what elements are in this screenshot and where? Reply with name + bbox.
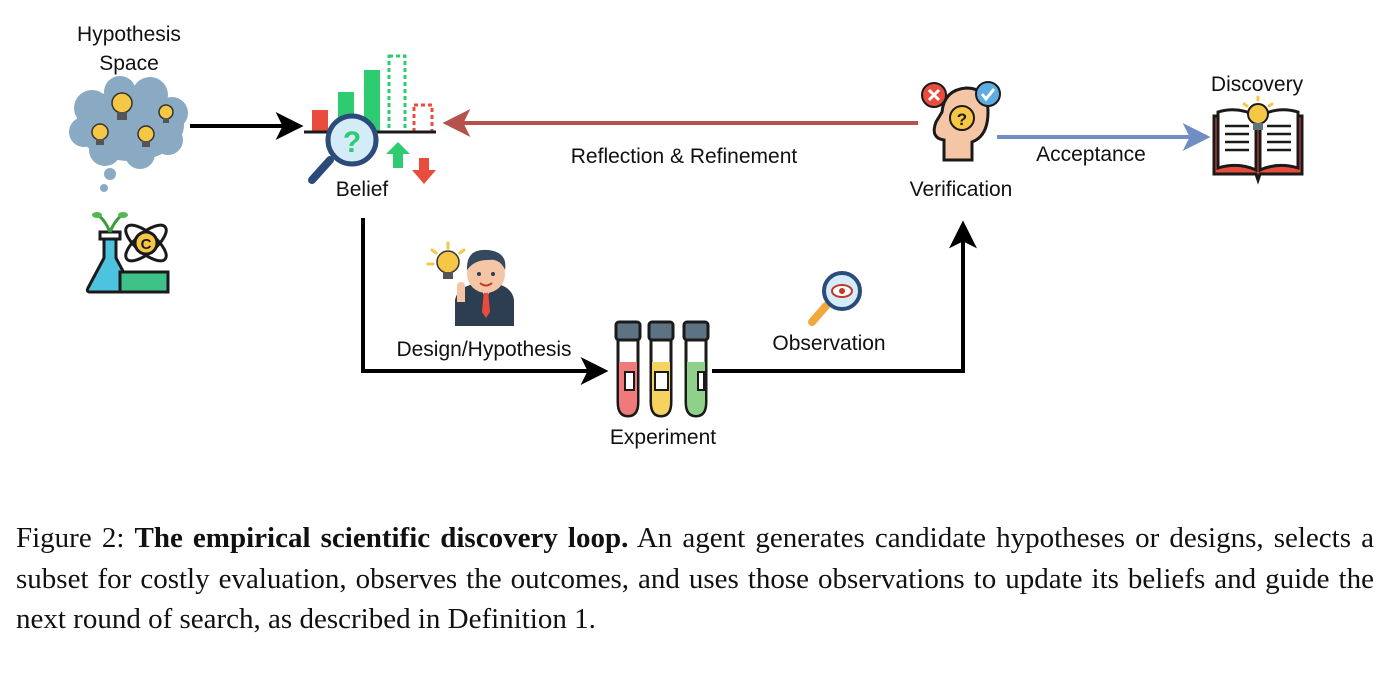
lightbulb-icon bbox=[158, 104, 174, 123]
observation-label: Observation bbox=[772, 332, 885, 355]
checkmark-icon bbox=[975, 81, 1001, 107]
scientist-idea-icon bbox=[426, 241, 514, 326]
science-flask-atom-icon: C bbox=[85, 212, 170, 294]
verification-head-icon: ? bbox=[921, 81, 1001, 162]
cross-icon bbox=[921, 82, 947, 108]
caption-title: The empirical scientific discovery loop. bbox=[134, 522, 629, 554]
design-hypothesis-label: Design/Hypothesis bbox=[396, 338, 571, 361]
arrow-belief-to-experiment bbox=[361, 218, 609, 385]
belief-label: Belief bbox=[336, 178, 389, 201]
open-book-idea-icon bbox=[1212, 95, 1304, 185]
lightbulb-icon bbox=[137, 125, 155, 147]
hypothesis-space-label-line2: Space bbox=[99, 52, 159, 75]
lightbulb-icon bbox=[91, 123, 109, 145]
svg-text:C: C bbox=[141, 236, 152, 253]
caption-prefix: Figure 2: bbox=[16, 522, 135, 554]
discovery-loop-diagram: Hypothesis Space bbox=[69, 23, 1304, 449]
caption-text: An agent generates candidate hypotheses … bbox=[16, 522, 1374, 635]
magnifier-question-icon: ? bbox=[308, 113, 379, 184]
discovery-label: Discovery bbox=[1211, 73, 1304, 96]
arrow-experiment-to-verification bbox=[712, 220, 977, 373]
svg-text:?: ? bbox=[957, 110, 967, 129]
observation-magnifier-eye-icon bbox=[808, 271, 862, 326]
lightbulb-icon bbox=[111, 92, 133, 120]
svg-text:?: ? bbox=[343, 126, 361, 159]
thought-cloud-icon bbox=[69, 76, 188, 192]
acceptance-label: Acceptance bbox=[1036, 143, 1146, 166]
figure-caption: Figure 2: The empirical scientific disco… bbox=[16, 518, 1374, 640]
test-tubes-icon bbox=[614, 320, 710, 418]
experiment-label: Experiment bbox=[610, 426, 716, 449]
reflection-refinement-label: Reflection & Refinement bbox=[571, 145, 798, 168]
verification-label: Verification bbox=[910, 178, 1013, 201]
hypothesis-space-label-line1: Hypothesis bbox=[77, 23, 181, 46]
